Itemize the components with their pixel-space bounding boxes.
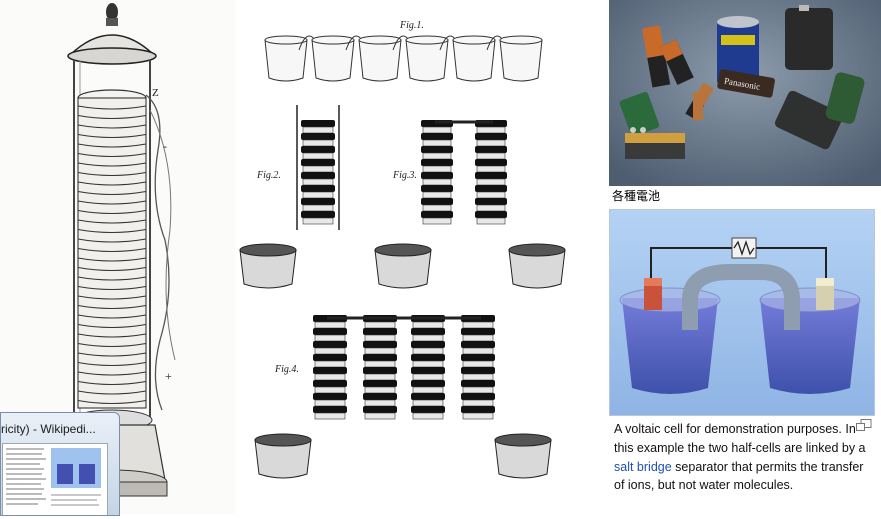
svg-text:+: + xyxy=(165,369,172,383)
svg-text:-: - xyxy=(163,139,167,153)
batteries-photo: Panasonic xyxy=(609,0,881,186)
fig4-label: Fig.4. xyxy=(274,364,299,375)
salt-bridge-link[interactable]: salt bridge xyxy=(614,459,672,474)
fig2-label: Fig.2. xyxy=(256,170,281,181)
batteries-caption: 各種電池 xyxy=(612,189,661,203)
voltaic-caption: A voltaic cell for demonstration purpose… xyxy=(614,420,872,495)
enlarge-icon[interactable] xyxy=(856,419,872,431)
fig3-label: Fig.3. xyxy=(392,170,417,181)
fig1-label: Fig.1. xyxy=(399,20,424,31)
thumbnail-preview xyxy=(2,443,108,515)
thumbnail-preview-drawing xyxy=(3,444,107,515)
thumbnail-title: ricity) - Wikipedi... xyxy=(1,422,96,436)
voltaic-cell-drawing xyxy=(610,210,874,415)
volta-figures-drawing: Fig.1. Fig.2. Fig.3. Fig.4. xyxy=(239,20,566,479)
voltaic-cell-image[interactable] xyxy=(609,209,875,416)
svg-text:Z: Z xyxy=(152,87,159,99)
caption-text-1: A voltaic cell for demonstration purpose… xyxy=(614,422,866,455)
batteries-drawing: Panasonic xyxy=(609,0,881,186)
caption-text-2: separator that permits the transfer of i… xyxy=(614,459,864,493)
volta-figures-image: Fig.1. Fig.2. Fig.3. Fig.4. xyxy=(235,0,603,514)
taskbar-thumbnail[interactable]: ricity) - Wikipedi... xyxy=(0,412,120,516)
